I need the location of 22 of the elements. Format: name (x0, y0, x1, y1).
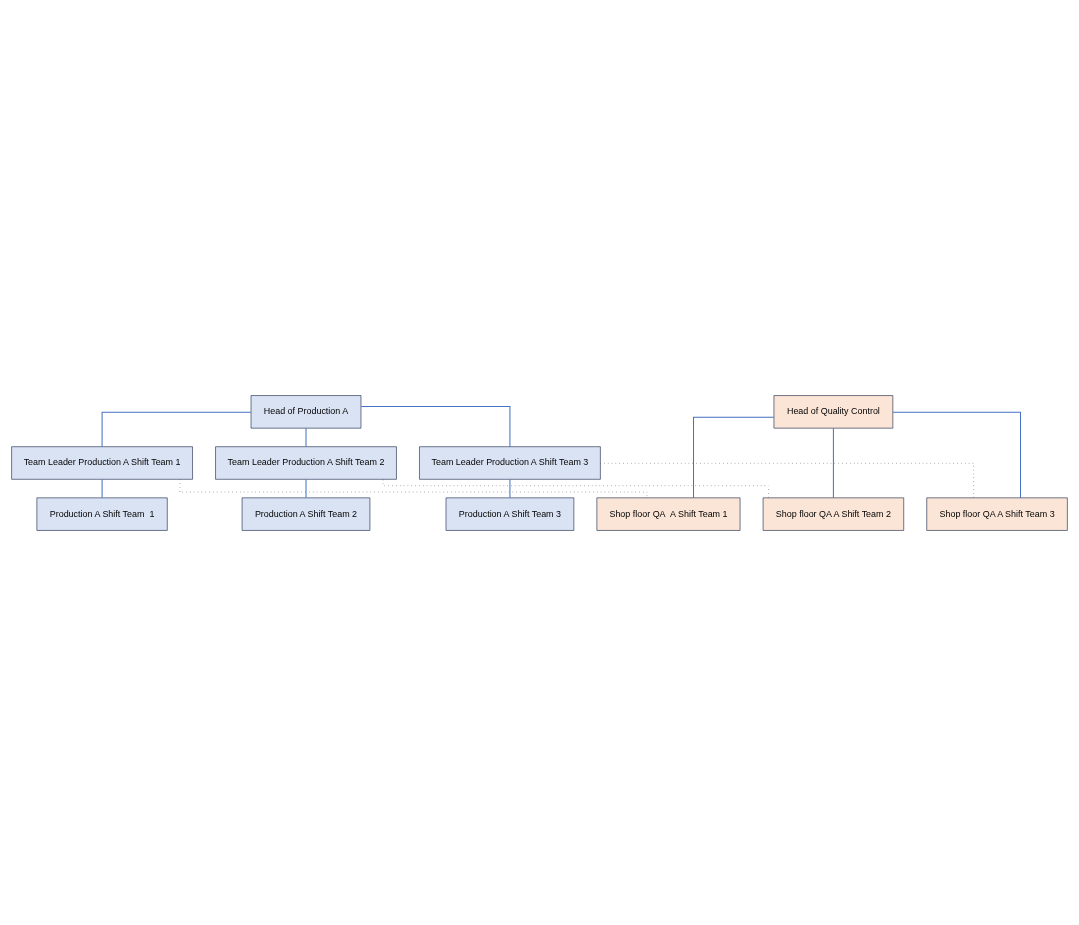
connector (101, 411, 252, 447)
connector (305, 478, 307, 498)
connector (382, 478, 769, 498)
node-box: Shop floor QA A Shift Team 2 (762, 497, 905, 531)
node-box: Production A Shift Team 2 (241, 497, 371, 531)
connector (832, 427, 834, 498)
node-box: Production A Shift Team 3 (445, 497, 575, 531)
node-box: Head of Production A (250, 394, 362, 428)
connector (509, 478, 511, 498)
node-box: Team Leader Production A Shift Team 2 (215, 445, 397, 480)
node-box: Team Leader Production A Shift Team 3 (419, 445, 601, 480)
connector (693, 416, 775, 498)
node-box: Shop floor QA A Shift Team 3 (926, 497, 1068, 531)
connector (179, 478, 648, 498)
node-box: Production A Shift Team 1 (36, 497, 168, 531)
connector (305, 427, 307, 447)
connector (360, 405, 511, 447)
node-box: Shop floor QA A Shift Team 1 (596, 497, 741, 531)
connector (892, 411, 1021, 498)
node-box: Team Leader Production A Shift Team 1 (11, 445, 193, 480)
node-box: Head of Quality Control (773, 394, 894, 428)
connector (101, 478, 103, 498)
